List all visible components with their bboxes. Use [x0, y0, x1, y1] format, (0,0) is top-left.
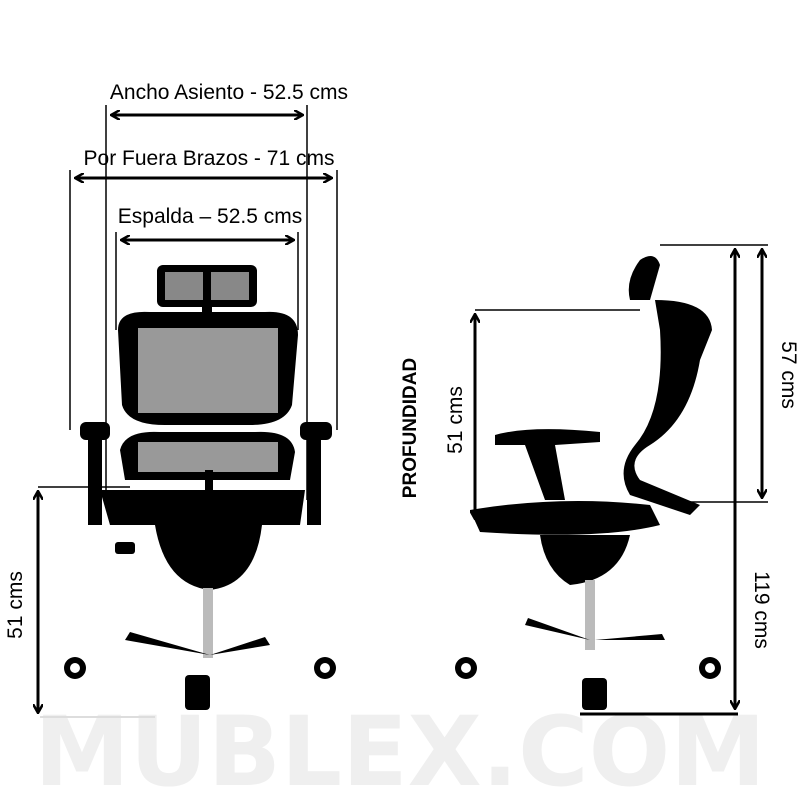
outer-arms-label: Por Fuera Brazos - 71 cms — [84, 147, 335, 170]
total-height-label: 119 cms — [750, 571, 773, 649]
side-chair-illustration — [455, 256, 721, 710]
backrest-label: Espalda – 52.5 cms — [118, 205, 302, 228]
seat-width-label: Ancho Asiento - 52.5 cms — [110, 81, 348, 104]
seat-height-label: 51 cms — [4, 571, 27, 639]
depth-label: 51 cms — [444, 386, 467, 454]
front-chair-illustration — [64, 265, 336, 710]
backrest-height-label: 57 cms — [777, 341, 800, 409]
front-dimensions — [38, 105, 338, 718]
depth-title: PROFUNDIDAD — [400, 358, 421, 498]
watermark: MUBLEX.COM — [34, 696, 765, 800]
side-dimensions — [475, 244, 768, 716]
